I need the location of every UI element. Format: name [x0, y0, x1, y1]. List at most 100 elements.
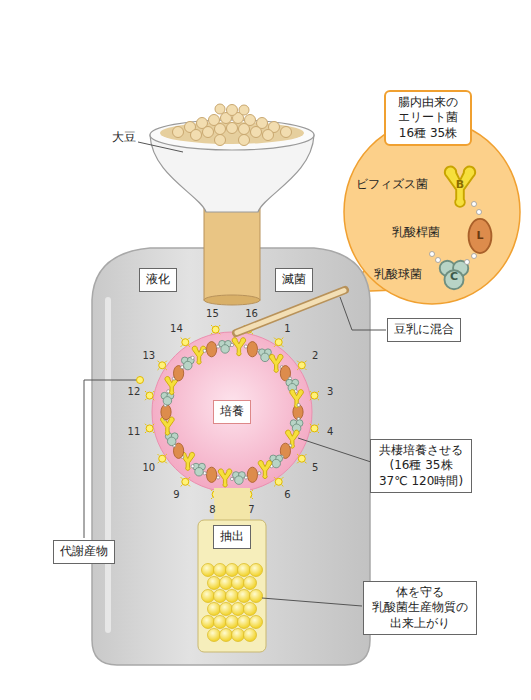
bacterium — [174, 366, 184, 381]
box-text: 腸内由来の エリート菌 16種 35株 — [392, 95, 464, 142]
bulb-ray — [145, 424, 146, 425]
bacterium — [192, 346, 206, 364]
bulb-ray — [252, 490, 253, 491]
bulb-ray — [189, 345, 190, 347]
product-ball — [250, 616, 263, 629]
product-ball — [202, 590, 215, 603]
bulb-ray — [310, 391, 311, 392]
product-balls — [202, 564, 263, 642]
bulb-ray — [211, 333, 212, 334]
bacterium — [181, 357, 194, 370]
bulb-ray — [310, 424, 311, 425]
bulb-ray — [282, 338, 284, 339]
product-ball — [226, 590, 239, 603]
label-box: 滅菌 — [275, 268, 313, 292]
bulb-ray — [189, 485, 190, 486]
bulb-ray — [189, 477, 190, 479]
metabolite-bulb — [298, 455, 305, 462]
bacterium — [219, 340, 232, 353]
jar-body — [92, 248, 370, 665]
bulb-ray — [318, 399, 319, 400]
bulb-ray — [158, 361, 159, 363]
bulb-ray — [252, 333, 253, 334]
bulb-ray — [318, 424, 319, 425]
product-ball — [214, 564, 227, 577]
bulb-ray — [274, 338, 275, 339]
bacteria-name: ビフィズス菌 — [356, 177, 428, 191]
bulb-ray — [165, 361, 167, 363]
jar-highlight — [105, 300, 111, 630]
bacterium — [161, 404, 171, 419]
bead — [297, 403, 300, 406]
bulb-ray — [297, 454, 299, 455]
metabolite-bulb — [146, 425, 153, 432]
bulb-ray — [310, 432, 311, 433]
callout-bubble — [344, 120, 520, 304]
box-text: 共棲培養させる — [377, 443, 465, 459]
bulb-ray — [297, 369, 299, 370]
callout-number: 7 — [248, 504, 254, 516]
product-ball — [238, 616, 251, 629]
metabolite-bulb — [182, 339, 189, 346]
bulb-ray — [211, 498, 212, 499]
extraction-neck — [214, 488, 250, 524]
box-text: 抽出 — [220, 529, 244, 545]
box-text: 豆乳に混合 — [394, 322, 454, 338]
bulb-ray — [158, 369, 159, 370]
bulb-ray — [219, 333, 220, 334]
product-ball — [232, 577, 245, 590]
callout-number: 9 — [173, 489, 179, 501]
product-ball — [220, 629, 233, 642]
bulb-ray — [318, 432, 319, 433]
stem-end — [204, 295, 260, 305]
bulb-ray — [282, 345, 284, 347]
product-ball — [232, 629, 245, 642]
callout-number: 10 — [142, 462, 155, 474]
product-ball — [214, 590, 227, 603]
product-ball — [226, 616, 239, 629]
bulb-ray — [274, 477, 275, 479]
bacteria-letter: L — [476, 229, 483, 242]
callout-number: 13 — [142, 350, 155, 362]
metabolite-bulb — [275, 478, 282, 485]
culture-label-box: 培養 — [213, 400, 251, 424]
bacteria-name: 乳酸桿菌 — [392, 225, 440, 239]
bead — [230, 343, 233, 346]
callout-number: 3 — [327, 386, 333, 398]
bulb-ray — [274, 485, 275, 486]
label-box: 豆乳に混合 — [387, 318, 461, 342]
bead — [230, 477, 233, 480]
callout-number: 5 — [312, 462, 318, 474]
bacteria-letter: B — [456, 178, 464, 191]
label-box: 体を守る 乳酸菌生産物質の 出来上がり — [363, 581, 477, 636]
product-ball — [208, 577, 221, 590]
metabolite-bulb — [159, 455, 166, 462]
bacteria-letter: C — [450, 270, 458, 283]
product-ball — [250, 564, 263, 577]
label-box: 腸内由来の エリート菌 16種 35株 — [384, 90, 472, 147]
label-box: 液化 — [139, 268, 177, 292]
bacterium — [207, 342, 217, 357]
leader-lines — [84, 142, 386, 606]
bulb-ray — [318, 391, 319, 392]
bulb-ray — [158, 462, 159, 464]
bacterium — [233, 472, 246, 485]
metabolite-bulb — [146, 392, 153, 399]
bulb-ray — [310, 399, 311, 400]
bead — [258, 472, 261, 475]
funnel-stem — [204, 205, 260, 300]
bulb-ray — [181, 345, 183, 347]
box-text: 代謝産物 — [60, 544, 108, 560]
box-text: 体を守る 乳酸菌生産物質の 出来上がり — [370, 585, 470, 632]
callout-number: 1 — [284, 323, 290, 335]
coccus-icon — [440, 261, 469, 290]
extraction-vessel — [198, 520, 266, 652]
product-ball — [208, 629, 221, 642]
bacterium — [193, 463, 206, 476]
bacterium — [247, 342, 257, 357]
metabolite-bulb — [298, 362, 305, 369]
label-box: 共棲培養させる(16種 35株 37℃ 120時間) — [370, 439, 472, 494]
bacterium — [258, 461, 272, 479]
soybeans — [173, 104, 292, 146]
callout-number: 4 — [327, 426, 333, 438]
